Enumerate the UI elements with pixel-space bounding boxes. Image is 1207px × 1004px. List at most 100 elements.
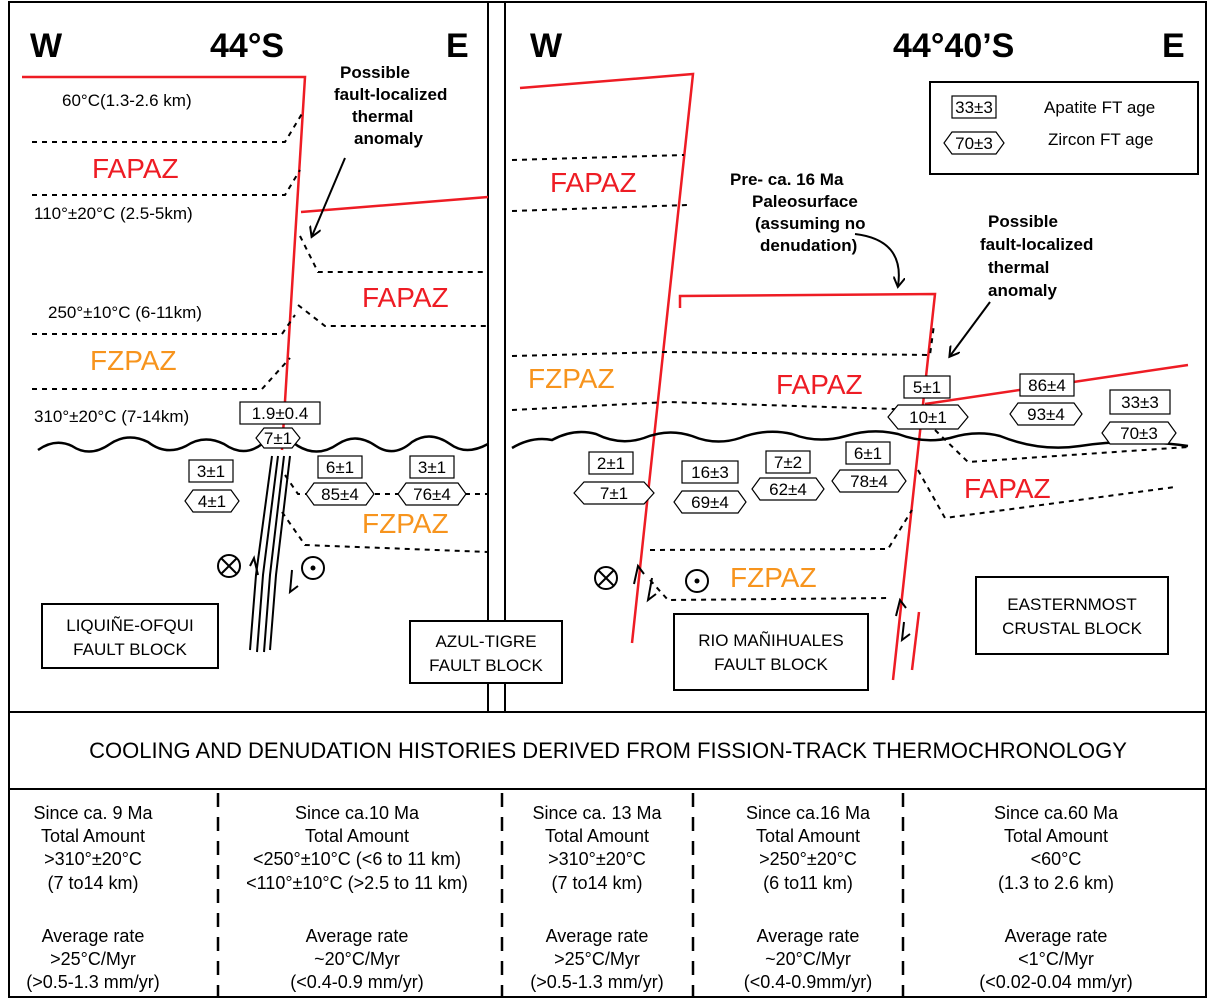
summary-5-line4: (1.3 to 2.6 km) [998, 873, 1114, 893]
zone-fzpaz-azul: FZPAZ [362, 508, 449, 539]
left-east-label: E [446, 27, 469, 65]
sample-right-7-zircon: 70±3 [1120, 424, 1158, 443]
block-label-rio-line2: FAULT BLOCK [714, 655, 828, 674]
left-azul-surface [301, 197, 488, 212]
summary-1-rate2: >25°C/Myr [50, 949, 136, 969]
shear-zone-line-1 [250, 456, 272, 650]
sample-right-1-apatite: 2±1 [597, 454, 625, 473]
summary-3-rate1: Average rate [546, 926, 649, 946]
right-isotherm-top-lower [512, 205, 688, 211]
left-fault-note-line1: Possible [340, 63, 410, 82]
legend-box: 33±3 Apatite FT age 70±3 Zircon FT age [930, 82, 1198, 174]
isotherm-310-label: 310°±20°C (7-14km) [34, 407, 189, 426]
summary-3-rate2: >25°C/Myr [554, 949, 640, 969]
sample-right-6-apatite: 86±4 [1028, 376, 1066, 395]
summary-2-rate2: ~20°C/Myr [314, 949, 400, 969]
isotherm-60-label: 60°C(1.3-2.6 km) [62, 91, 192, 110]
isotherm-110-label: 110°±20°C (2.5-5km) [34, 204, 193, 223]
sample-left-2-zircon: 4±1 [198, 492, 226, 511]
sample-right-2-apatite: 16±3 [691, 463, 729, 482]
legend-zircon-sample: 70±3 [955, 134, 993, 153]
summary-2-rate3: (<0.4-0.9 mm/yr) [290, 972, 424, 992]
sample-right-5-zircon: 10±1 [909, 408, 947, 427]
summary-3-rate3: (>0.5-1.3 mm/yr) [530, 972, 664, 992]
east-down-half-arrow [902, 622, 910, 640]
summary-1-line3: >310°±20°C [44, 849, 142, 869]
summary-2-line3: <250°±10°C (<6 to 11 km) [253, 849, 461, 869]
summary-1-rate3: (>0.5-1.3 mm/yr) [26, 972, 160, 992]
sample-left-4-apatite: 3±1 [418, 458, 446, 477]
left-fault-note-line3: thermal [352, 107, 413, 126]
summary-5-line3: <60°C [1031, 849, 1082, 869]
summary-5-line2: Total Amount [1004, 826, 1108, 846]
right-isotherm-mid [512, 325, 934, 356]
sample-right-4-zircon: 78±4 [850, 472, 888, 491]
sample-right-4-apatite: 6±1 [854, 444, 882, 463]
right-west-label: W [530, 27, 563, 65]
paleosurface-note-line1: Pre- ca. 16 Ma [730, 170, 844, 189]
summary-4-line2: Total Amount [756, 826, 860, 846]
right-fault-note-arrow [950, 302, 990, 356]
sample-left-1: 1.9±0.4 7±1 [240, 402, 320, 448]
left-west-label: W [30, 27, 63, 65]
left-fault-note-arrow [312, 158, 345, 236]
paleosurface-note-arrow [855, 234, 899, 286]
block-label-azul: AZUL-TIGRE FAULT BLOCK [410, 621, 562, 683]
summary-3-line2: Total Amount [545, 826, 649, 846]
summary-1-line4: (7 to14 km) [47, 873, 138, 893]
block-label-eastern-line2: CRUSTAL BLOCK [1002, 619, 1142, 638]
zone-fapaz-right-top: FAPAZ [550, 167, 637, 198]
summary-4-rate1: Average rate [757, 926, 860, 946]
sample-right-6: 86±4 93±4 [1010, 374, 1082, 425]
block-label-rio-line1: RIO MAÑIHUALES [698, 631, 843, 650]
sample-right-5-apatite: 5±1 [913, 378, 941, 397]
right-fault-note-line3: thermal [988, 258, 1049, 277]
summary-5-rate2: <1°C/Myr [1018, 949, 1094, 969]
sample-right-2: 16±3 69±4 [674, 461, 746, 513]
legend-apatite-label: Apatite FT age [1044, 98, 1155, 117]
summary-4-line1: Since ca.16 Ma [746, 803, 871, 823]
summary-4-line3: >250°±20°C [759, 849, 857, 869]
block-label-azul-line1: AZUL-TIGRE [435, 632, 536, 651]
block-label-liquine-line1: LIQUIÑE-OFQUI [66, 616, 194, 635]
summary-1-line1: Since ca. 9 Ma [33, 803, 153, 823]
summary-4-rate2: ~20°C/Myr [765, 949, 851, 969]
summary-4-rate3: (<0.4-0.9mm/yr) [744, 972, 873, 992]
block-label-liquine: LIQUIÑE-OFQUI FAULT BLOCK [42, 604, 218, 668]
left-fault-note-line4: anomaly [354, 129, 424, 148]
sample-right-3: 7±2 62±4 [752, 451, 824, 500]
summary-column-5: Since ca.60 Ma Total Amount <60°C (1.3 t… [979, 803, 1133, 992]
block-label-rio: RIO MAÑIHUALES FAULT BLOCK [674, 614, 868, 690]
right-into-page-symbol [595, 567, 617, 589]
sample-right-3-zircon: 62±4 [769, 480, 807, 499]
summary-2-rate1: Average rate [306, 926, 409, 946]
sample-right-6-zircon: 93±4 [1027, 405, 1065, 424]
summary-column-4: Since ca.16 Ma Total Amount >250°±20°C (… [744, 803, 873, 992]
summary-2-line1: Since ca.10 Ma [295, 803, 420, 823]
summary-column-3: Since ca. 13 Ma Total Amount >310°±20°C … [530, 803, 664, 992]
right-latitude-label: 44°40’S [893, 27, 1014, 65]
sample-right-4: 6±1 78±4 [832, 442, 906, 492]
summary-1-rate1: Average rate [42, 926, 145, 946]
summary-column-2: Since ca.10 Ma Total Amount <250°±10°C (… [246, 803, 468, 992]
legend-zircon-label: Zircon FT age [1048, 130, 1154, 149]
right-fault-note-line2: fault-localized [980, 235, 1093, 254]
zone-fapaz-right-mid: FAPAZ [776, 369, 863, 400]
summary-2-line2: Total Amount [305, 826, 409, 846]
left-down-half-arrow [290, 570, 298, 592]
sample-left-3-apatite: 6±1 [326, 458, 354, 477]
summary-2-line4: <110°±10°C (>2.5 to 11 km) [246, 873, 468, 893]
sample-left-2: 3±1 4±1 [185, 460, 239, 512]
sample-left-4: 3±1 76±4 [398, 456, 466, 505]
cooling-banner: COOLING AND DENUDATION HISTORIES DERIVED… [89, 738, 1127, 763]
paleosurface-note-line4: denudation) [760, 236, 857, 255]
sample-right-3-apatite: 7±2 [774, 453, 802, 472]
block-label-eastern-line1: EASTERNMOST [1007, 595, 1136, 614]
paleosurface-note-line3: (assuming no [755, 214, 866, 233]
right-down-half-arrow [648, 578, 656, 600]
zone-fzpaz-right-low: FZPAZ [730, 562, 817, 593]
block-label-liquine-line2: FAULT BLOCK [73, 640, 187, 659]
block-label-eastern: EASTERNMOST CRUSTAL BLOCK [976, 577, 1168, 654]
sample-right-7: 33±3 70±3 [1102, 390, 1176, 444]
